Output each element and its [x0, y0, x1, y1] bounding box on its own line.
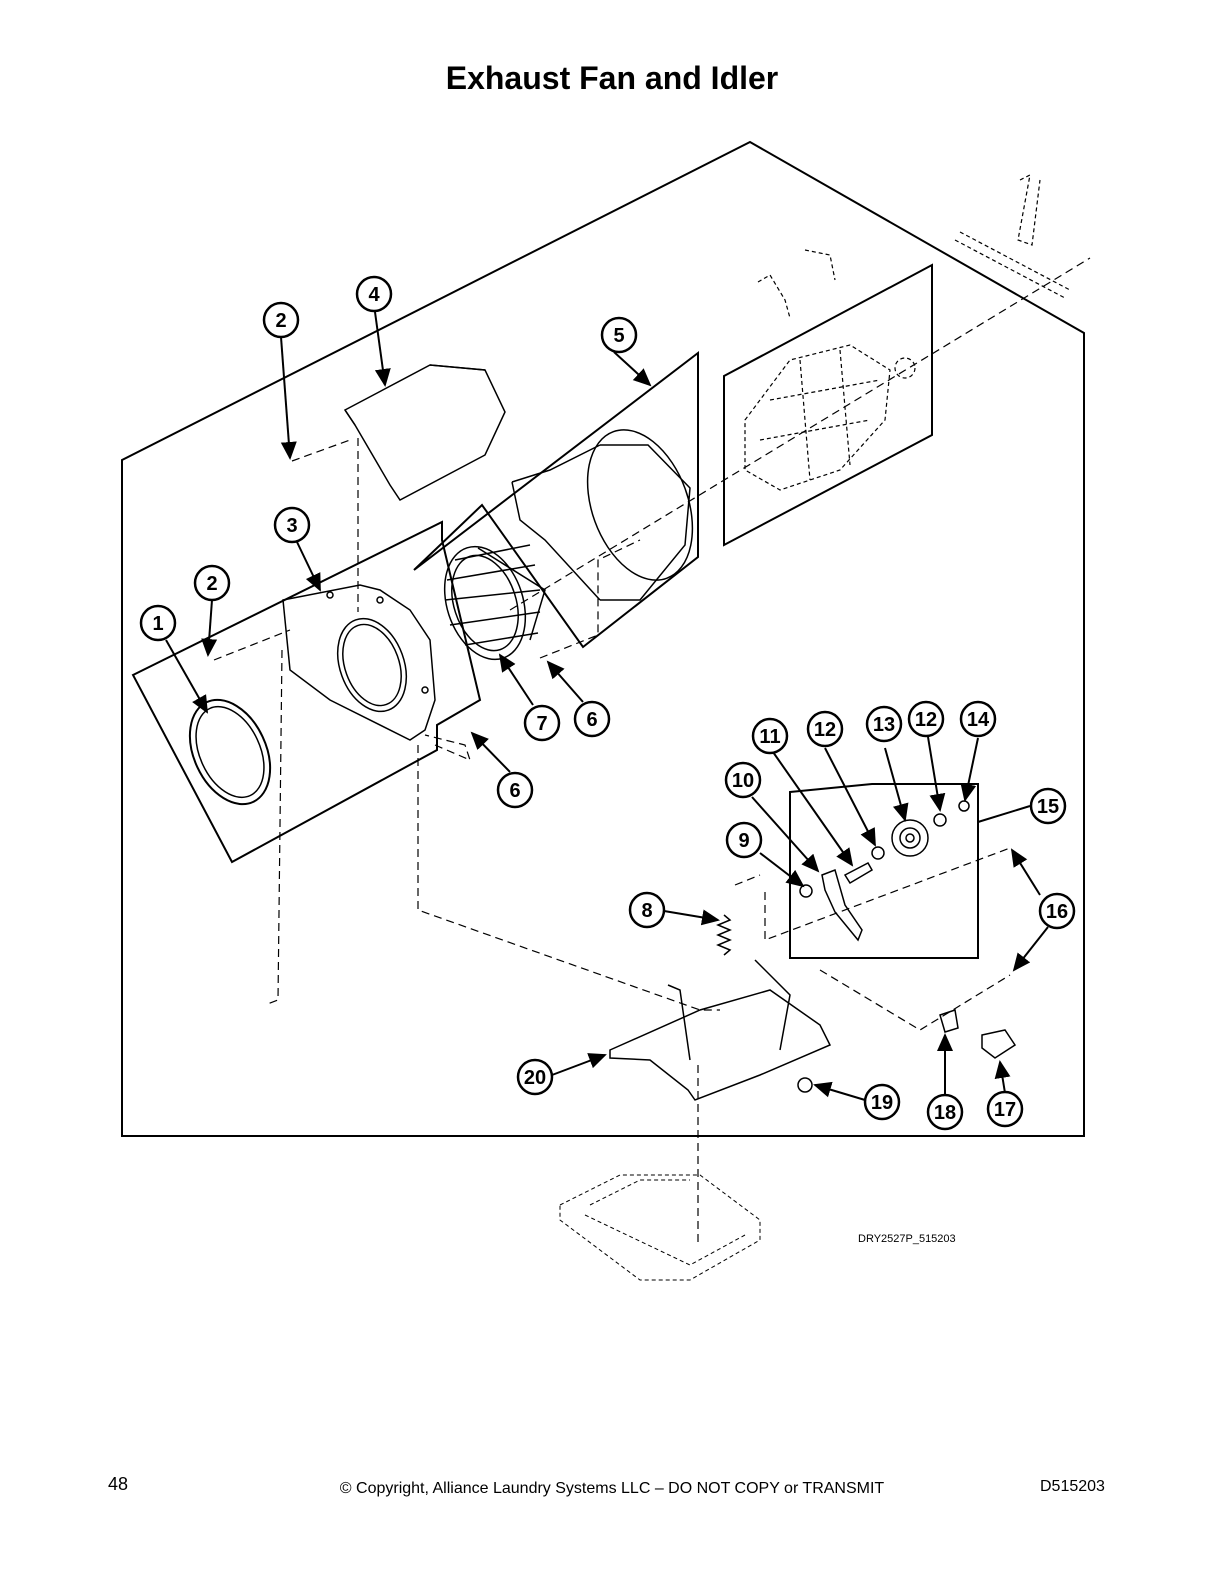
- svg-text:12: 12: [915, 709, 937, 731]
- svg-text:15: 15: [1037, 796, 1059, 818]
- cover-plate-part: [343, 364, 506, 501]
- callout-13: 13: [865, 705, 903, 743]
- svg-text:3: 3: [286, 515, 297, 537]
- blower-scroll-part: [511, 429, 694, 601]
- callout-1: 1: [139, 604, 177, 642]
- callout-9: 9: [725, 821, 763, 859]
- svg-text:13: 13: [873, 714, 895, 736]
- impeller-part: [443, 544, 546, 661]
- svg-text:8: 8: [641, 900, 652, 922]
- callout-15: 15: [1029, 787, 1067, 825]
- leader-arrows: [165, 311, 1049, 1101]
- idler-base-part: [609, 959, 832, 1101]
- housing-panel: [131, 520, 482, 864]
- svg-text:12: 12: [814, 719, 836, 741]
- page-number: 48: [108, 1474, 129, 1494]
- callout-14: 14: [959, 700, 997, 738]
- assembly-centerlines: [213, 257, 1091, 1245]
- spring-part: [716, 914, 732, 956]
- svg-text:20: 20: [524, 1067, 546, 1089]
- callout-12: 12: [806, 710, 844, 748]
- document-number: D515203: [1040, 1478, 1105, 1495]
- svg-text:14: 14: [967, 709, 990, 731]
- svg-text:9: 9: [738, 830, 749, 852]
- callout-12: 12: [907, 700, 945, 738]
- svg-text:17: 17: [994, 1099, 1016, 1121]
- switch-parts: [939, 1009, 1017, 1059]
- callout-2: 2: [262, 301, 300, 339]
- callout-11: 11: [751, 717, 789, 755]
- callout-20: 20: [516, 1058, 554, 1096]
- svg-text:5: 5: [613, 325, 624, 347]
- callout-3: 3: [273, 506, 311, 544]
- motor-panel: [723, 263, 933, 547]
- impeller-panel: [413, 350, 699, 649]
- callout-2: 2: [193, 564, 231, 602]
- page-title: Exhaust Fan and Idler: [445, 60, 779, 96]
- callout-6: 6: [496, 771, 534, 809]
- callout-10: 10: [724, 761, 762, 799]
- callout-17: 17: [986, 1090, 1024, 1128]
- svg-text:6: 6: [509, 780, 520, 802]
- callout-5: 5: [600, 316, 638, 354]
- callout-6: 6: [573, 700, 611, 738]
- lower-reference: [559, 1174, 761, 1281]
- motor-reference: [744, 173, 1071, 491]
- leader-15: [977, 805, 1031, 823]
- assembly-frame: [121, 140, 1085, 1137]
- callout-19: 19: [863, 1083, 901, 1121]
- idler-parts: [799, 800, 970, 942]
- svg-text:6: 6: [586, 709, 597, 731]
- callout-4: 4: [355, 275, 393, 313]
- callout-18: 18: [926, 1093, 964, 1131]
- callout-7: 7: [523, 704, 561, 742]
- svg-text:2: 2: [275, 310, 286, 332]
- svg-text:16: 16: [1046, 901, 1068, 923]
- callout-8: 8: [628, 891, 666, 929]
- svg-text:4: 4: [368, 284, 380, 306]
- svg-text:11: 11: [759, 726, 780, 748]
- copyright-notice: © Copyright, Alliance Laundry Systems LL…: [339, 1480, 885, 1497]
- drawing-id: DRY2527P_515203: [858, 1233, 956, 1245]
- svg-text:7: 7: [536, 713, 547, 735]
- callout-16: 16: [1038, 892, 1076, 930]
- idler-panel: [789, 783, 979, 959]
- svg-text:1: 1: [152, 613, 163, 635]
- svg-text:10: 10: [732, 770, 754, 792]
- fan-housing-part: [282, 584, 436, 741]
- svg-text:18: 18: [934, 1102, 956, 1124]
- seal-ring-part: [188, 698, 272, 806]
- svg-text:19: 19: [871, 1092, 893, 1114]
- svg-text:2: 2: [206, 573, 217, 595]
